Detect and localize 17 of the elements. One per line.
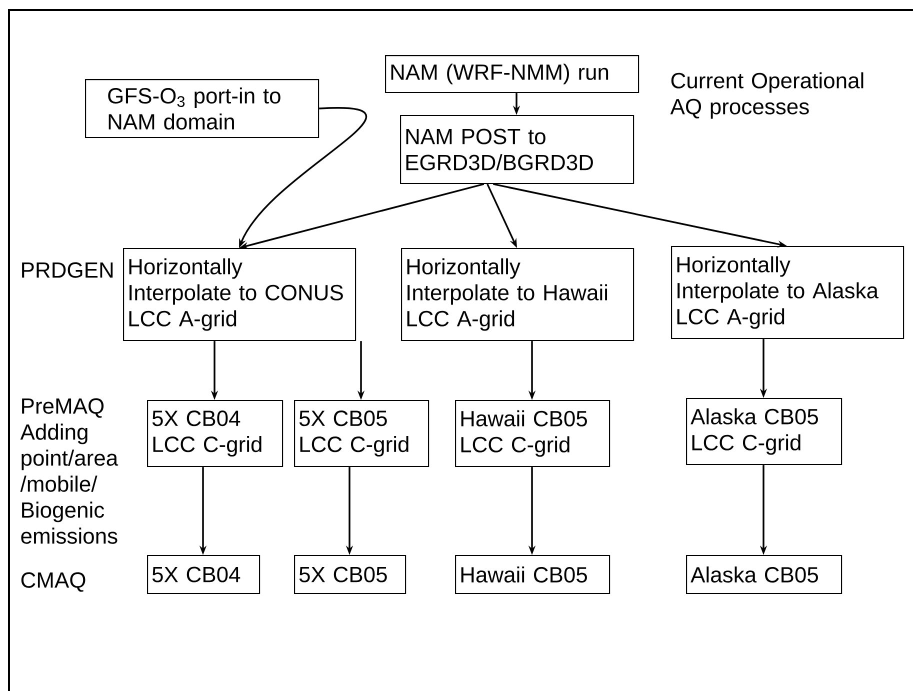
process-box: 5X CB04 [147, 555, 260, 594]
row-label: Current Operational AQ processes [670, 72, 864, 119]
process-box: NAM (WRF-NMM) run [385, 55, 640, 94]
process-box: Alaska CB05 LCC C-grid [686, 398, 842, 466]
process-box: Horizontally Interpolate to CONUS LCC A-grid [123, 248, 356, 342]
process-box: Hawaii CB05 [455, 555, 610, 594]
process-box: Horizontally Interpolate to Hawaii LCC A-grid [401, 248, 634, 342]
process-box: GFS-O$_{3}$ port-in to NAM domain [85, 79, 320, 138]
process-box: Alaska CB05 [686, 555, 842, 594]
process-box: NAM POST to EGRD3D/BGRD3D [400, 115, 634, 184]
row-label: PreMAQ Adding point/area /mobile/ Biogenic emissions [20, 398, 118, 544]
process-box: Horizontally Interpolate to Alaska LCC A-grid [671, 246, 904, 340]
process-box: 5X CB05 LCC C-grid [294, 400, 430, 468]
row-label: CMAQ [21, 572, 86, 592]
process-box: Hawaii CB05 LCC C-grid [455, 400, 610, 468]
process-box: 5X CB05 [294, 555, 406, 594]
process-box: 5X CB04 LCC C-grid [147, 400, 284, 468]
